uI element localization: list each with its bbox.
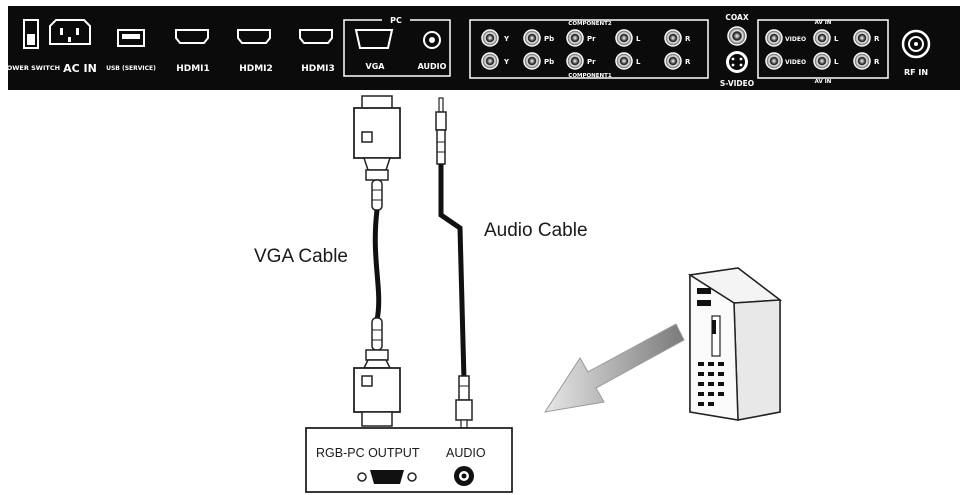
component2-pb-jack (523, 29, 541, 47)
hdmi1-port: HDMI1 (175, 29, 210, 74)
component1-pr-label: Pr (587, 58, 596, 66)
power-switch: POWER SWITCH (2, 19, 60, 72)
component2-pr-label: Pr (587, 35, 596, 43)
hdmi2-label: HDMI2 (239, 64, 273, 74)
component2-r-label: R (685, 35, 691, 43)
coax-port: COAX (725, 13, 749, 46)
component1-y-label: Y (503, 58, 510, 66)
component1-row: Y Pb Pr L R (481, 52, 691, 70)
av2-l-jack (813, 29, 831, 47)
av1-l-jack (813, 52, 831, 70)
av2-video-label: VIDEO (785, 36, 806, 43)
rgb-output-port (357, 470, 417, 484)
component1-y-jack (481, 52, 499, 70)
audio-jack-icon (423, 31, 441, 49)
component1-r-label: R (685, 58, 691, 66)
pc-output-box (305, 427, 513, 493)
hdmi2-port: HDMI2 (237, 29, 273, 74)
coax-label: COAX (725, 13, 748, 22)
component1-pr-jack (566, 52, 584, 70)
vga-port-label: VGA (366, 62, 386, 71)
av2-r-label: R (874, 35, 880, 43)
tv-back-panel: POWER SWITCH AC IN USB (SERVICE) HDMI1 H… (2, 6, 960, 90)
ac-in-port: AC IN (49, 19, 97, 75)
vga-port-icon (354, 29, 394, 49)
component2-l-label: L (636, 35, 641, 43)
usb-label: USB (SERVICE) (106, 65, 156, 72)
rf-in-port: RF IN (901, 29, 931, 77)
av-in-label-top: AV IN (815, 20, 832, 26)
power-switch-label: POWER SWITCH (2, 64, 60, 72)
direction-arrow (543, 323, 685, 413)
audio-cable: Audio Cable (435, 97, 588, 429)
av2-video-jack (765, 29, 783, 47)
vga-cable: VGA Cable (254, 95, 401, 427)
usb-port: USB (SERVICE) (106, 29, 156, 72)
component2-l-jack (615, 29, 633, 47)
svideo-port: S-VIDEO (720, 51, 754, 88)
audio-plug-top (435, 97, 447, 165)
av2-l-label: L (834, 35, 839, 43)
component2-y-jack (481, 29, 499, 47)
component2-pr-jack (566, 29, 584, 47)
audio-port-label: AUDIO (418, 62, 447, 71)
av2-r-jack (853, 29, 871, 47)
rgb-pc-output-label: RGB-PC OUTPUT (316, 446, 420, 460)
pc-input-group: PC VGA AUDIO (343, 16, 451, 77)
component2-row: Y Pb Pr L R (481, 29, 691, 47)
svideo-label: S-VIDEO (720, 79, 754, 88)
component1-l-label: L (636, 58, 641, 66)
component1-pb-jack (523, 52, 541, 70)
av1-r-label: R (874, 58, 880, 66)
component2-label: COMPONENT2 (568, 21, 612, 27)
component1-r-jack (664, 52, 682, 70)
vga-connector-top (353, 95, 401, 211)
ac-in-label: AC IN (63, 62, 97, 75)
av1-video-label: VIDEO (785, 59, 806, 66)
component2-y-label: Y (503, 35, 510, 43)
component2-r-jack (664, 29, 682, 47)
component-input-group: COMPONENT2 COMPONENT1 Y Pb Pr L R Y Pb (469, 19, 709, 79)
component1-label: COMPONENT1 (568, 73, 612, 79)
hdmi3-port: HDMI3 (299, 29, 335, 74)
hdmi3-label: HDMI3 (301, 64, 335, 74)
computer-tower-icon (687, 267, 783, 421)
av1-l-label: L (834, 58, 839, 66)
component2-pb-label: Pb (544, 35, 554, 43)
audio-cable-label: Audio Cable (484, 220, 588, 241)
audio-cable-wire (438, 164, 467, 381)
pc-audio-label: AUDIO (446, 446, 486, 460)
vga-connector-bottom (353, 317, 401, 427)
pc-output-panel: RGB-PC OUTPUT AUDIO (305, 427, 513, 493)
audio-output-port (454, 466, 474, 486)
pc-group-label: PC (390, 16, 402, 25)
av-in-label-bottom: AV IN (815, 79, 832, 85)
av1-video-jack (765, 52, 783, 70)
vga-cable-label: VGA Cable (254, 246, 348, 267)
av1-r-jack (853, 52, 871, 70)
vga-cable-wire (372, 209, 382, 321)
component1-l-jack (615, 52, 633, 70)
component1-pb-label: Pb (544, 58, 554, 66)
audio-plug-bottom (455, 375, 473, 429)
rf-in-label: RF IN (904, 68, 928, 77)
av-in-group: AV IN AV IN VIDEO L R VIDEO L R (757, 19, 889, 85)
hdmi1-label: HDMI1 (176, 64, 210, 74)
